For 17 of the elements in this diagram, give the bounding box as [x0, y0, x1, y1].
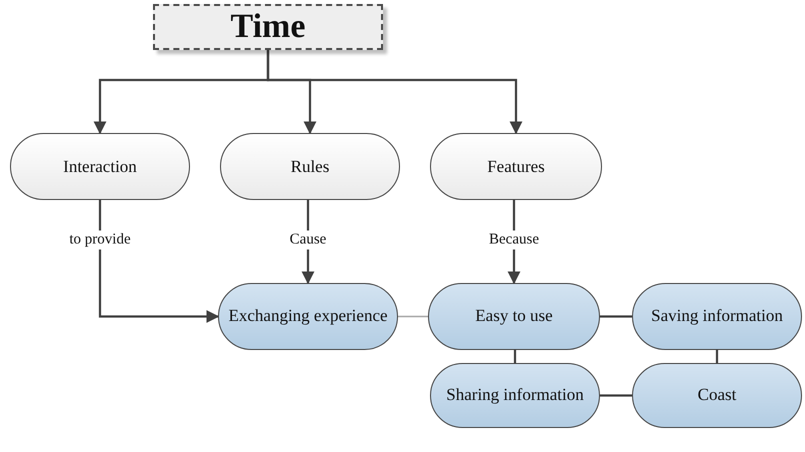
rounded-box: Saving information [632, 283, 802, 350]
title-box: Time [153, 4, 383, 50]
connector-line [514, 350, 516, 363]
rounded-box: Easy to use [428, 283, 600, 350]
connector-line [600, 394, 632, 397]
rounded-box: Sharing information [430, 363, 600, 428]
edge-label: Because [486, 230, 542, 250]
rounded-box: Features [430, 133, 602, 200]
connector-line [398, 316, 428, 318]
connector-line [600, 315, 632, 318]
rounded-box: Rules [220, 133, 400, 200]
rounded-box: Exchanging experience [218, 283, 398, 350]
arrow [98, 200, 220, 323]
rounded-box: Coast [632, 363, 802, 428]
connector-line [716, 350, 718, 363]
rounded-box: Interaction [10, 133, 190, 200]
arrow [266, 50, 522, 134]
